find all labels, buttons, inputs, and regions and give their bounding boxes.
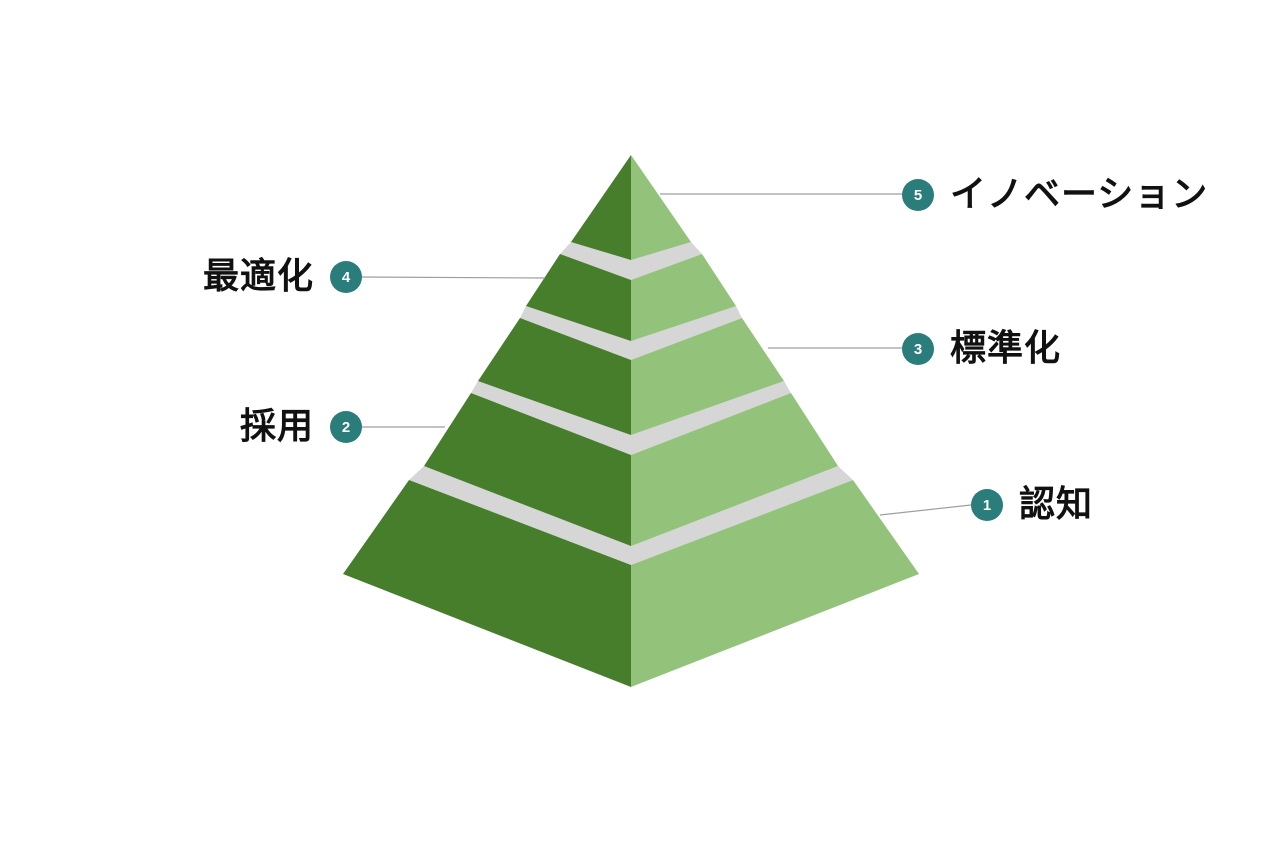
tier-1-left-face xyxy=(343,480,631,687)
level-1-text: 認知 xyxy=(1019,484,1094,525)
level-5-label: 5 イノベーション xyxy=(902,175,1208,215)
level-3-text: 標準化 xyxy=(950,328,1062,369)
tier-5-right-face xyxy=(631,155,691,260)
tier-3-left-face xyxy=(478,318,631,435)
level-3-badge: 3 xyxy=(902,333,934,365)
level-2-label: 採用 2 xyxy=(100,407,362,447)
tier-3-right-face xyxy=(631,318,784,435)
level-5-text: イノベーション xyxy=(950,174,1209,215)
level-5-badge: 5 xyxy=(902,179,934,211)
tier-4-right-face xyxy=(631,254,736,341)
level-1-label: 1 認知 xyxy=(971,485,1093,525)
level-2-badge: 2 xyxy=(330,411,362,443)
level-2-text: 採用 xyxy=(239,406,314,447)
level-4-badge: 4 xyxy=(330,261,362,293)
level-4-text: 最適化 xyxy=(202,256,314,297)
tier-5-left-face xyxy=(571,155,631,260)
level-4-label: 最適化 4 xyxy=(100,257,362,297)
tier-2-right-face xyxy=(631,393,838,546)
level-1-badge: 1 xyxy=(971,489,1003,521)
tier-1-right-face xyxy=(631,480,919,687)
level-3-label: 3 標準化 xyxy=(902,329,1061,369)
leader-line-1 xyxy=(879,504,972,516)
tier-4-left-face xyxy=(526,254,631,341)
leader-line-4 xyxy=(361,276,546,279)
tier-2-left-face xyxy=(424,393,631,546)
